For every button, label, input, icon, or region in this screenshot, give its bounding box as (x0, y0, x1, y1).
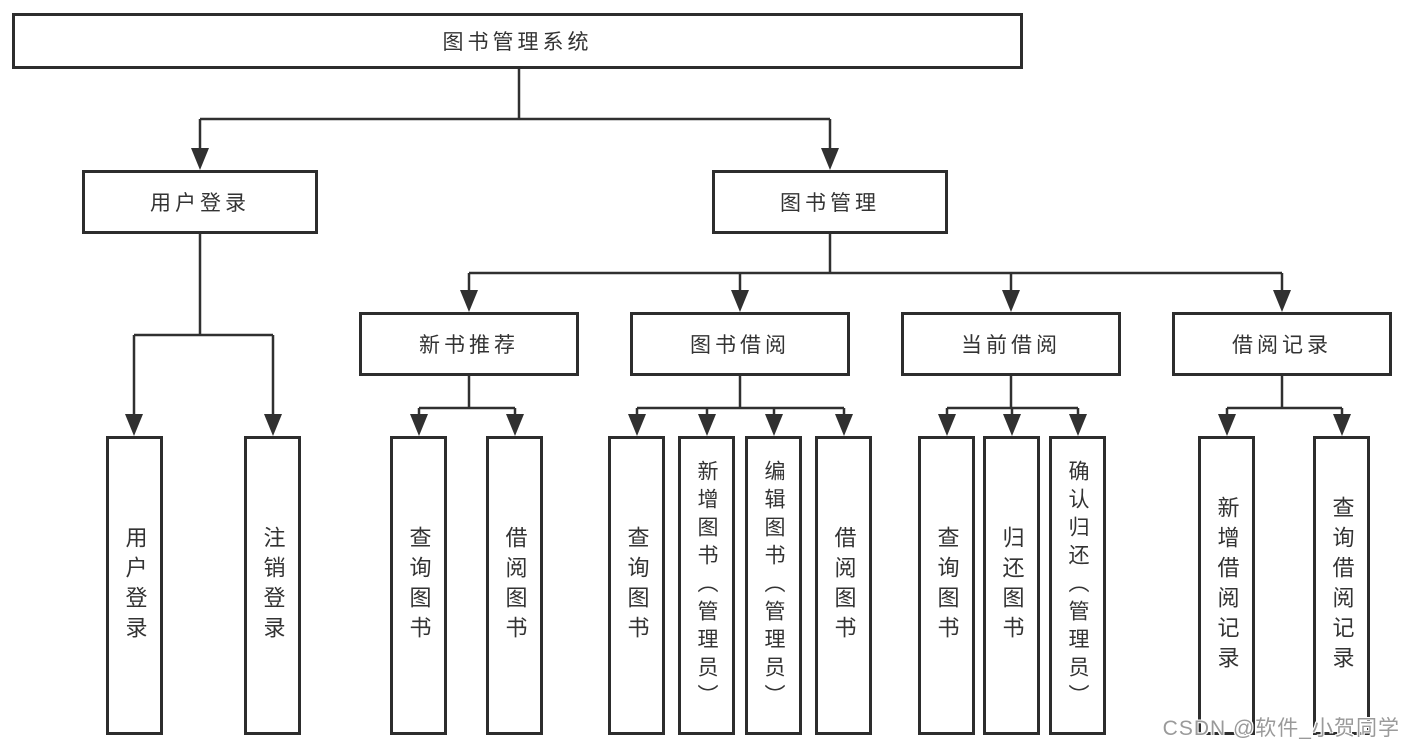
leaf-query-books-current-label: 查询图书 (934, 525, 960, 646)
node-book-management: 图书管理 (712, 170, 948, 234)
leaf-logout: 注销登录 (244, 436, 301, 735)
node-library-management-system: 图书管理系统 (12, 13, 1023, 69)
leaf-edit-books-admin: 编辑图书（管理员） (745, 436, 802, 735)
csdn-watermark: CSDN @软件_小贺同学 (1162, 717, 1400, 740)
leaf-user-login: 用户登录 (106, 436, 163, 735)
leaf-return-books: 归还图书 (983, 436, 1040, 735)
node-current-borrow-label: 当前借阅 (961, 334, 1061, 357)
node-borrow-records-label: 借阅记录 (1232, 334, 1332, 357)
leaf-borrow-books-label: 借阅图书 (831, 525, 857, 646)
node-book-borrow-label: 图书借阅 (690, 334, 790, 357)
leaf-query-books-current: 查询图书 (918, 436, 975, 735)
leaf-edit-books-admin-label: 编辑图书（管理员） (762, 459, 785, 712)
node-user-login: 用户登录 (82, 170, 318, 234)
leaf-confirm-return-admin: 确认归还（管理员） (1049, 436, 1106, 735)
leaf-query-books-borrow-label: 查询图书 (624, 525, 650, 646)
node-user-login-label: 用户登录 (150, 192, 250, 215)
node-book-borrow: 图书借阅 (630, 312, 850, 376)
leaf-confirm-return-admin-label: 确认归还（管理员） (1066, 459, 1089, 712)
leaf-borrow-books-recommend: 借阅图书 (486, 436, 543, 735)
node-new-book-recommend: 新书推荐 (359, 312, 579, 376)
leaf-borrow-books-recommend-label: 借阅图书 (502, 525, 528, 646)
leaf-borrow-books: 借阅图书 (815, 436, 872, 735)
node-current-borrow: 当前借阅 (901, 312, 1121, 376)
leaf-add-books-admin-label: 新增图书（管理员） (695, 459, 718, 712)
leaf-add-borrow-record-label: 新增借阅记录 (1214, 495, 1240, 676)
node-new-book-recommend-label: 新书推荐 (419, 334, 519, 357)
leaf-add-borrow-record: 新增借阅记录 (1198, 436, 1255, 735)
leaf-return-books-label: 归还图书 (999, 525, 1025, 646)
leaf-query-borrow-record: 查询借阅记录 (1313, 436, 1370, 735)
leaf-query-books-borrow: 查询图书 (608, 436, 665, 735)
leaf-add-books-admin: 新增图书（管理员） (678, 436, 735, 735)
leaf-query-books-recommend-label: 查询图书 (406, 525, 432, 646)
leaf-logout-label: 注销登录 (260, 525, 286, 646)
node-library-management-system-label: 图书管理系统 (442, 31, 593, 54)
leaf-query-books-recommend: 查询图书 (390, 436, 447, 735)
leaf-user-login-label: 用户登录 (122, 525, 148, 646)
node-book-management-label: 图书管理 (780, 192, 880, 215)
node-borrow-records: 借阅记录 (1172, 312, 1392, 376)
leaf-query-borrow-record-label: 查询借阅记录 (1329, 495, 1355, 676)
